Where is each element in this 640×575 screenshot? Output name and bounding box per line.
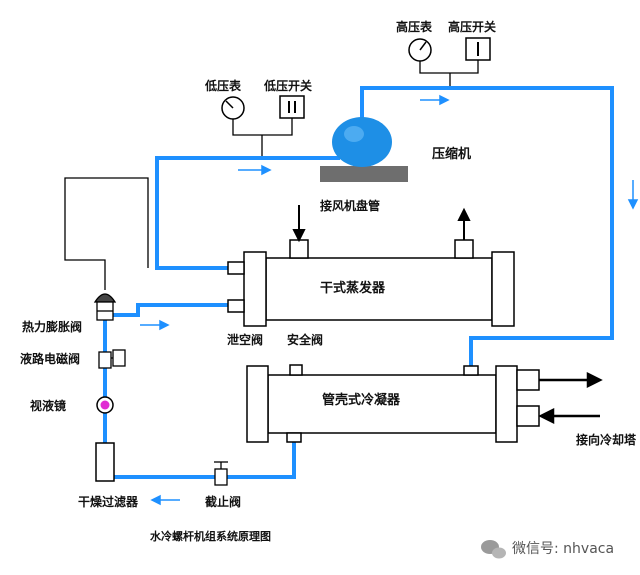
suction-pipe	[155, 156, 340, 270]
watermark: 微信号: nhvaca	[481, 540, 614, 559]
liquid-solenoid-valve	[98, 349, 126, 369]
label-low-pressure-switch: 低压开关	[263, 78, 312, 93]
arrow-down-icon	[627, 180, 639, 210]
label-high-pressure-switch: 高压开关	[448, 19, 496, 34]
label-bleed-valve: 泄空阀	[227, 332, 263, 347]
liquid-pipe-lower	[110, 432, 296, 479]
dry-evaporator	[227, 239, 515, 327]
label-dryer-filter: 干燥过滤器	[78, 494, 139, 509]
arrow-right-icon	[238, 164, 272, 176]
txv-to-evaporator-pipe	[105, 303, 244, 317]
watermark-text: 微信号: nhvaca	[512, 541, 614, 557]
sight-glass	[96, 396, 114, 414]
label-fan-coil-connection: 接风机盘管	[320, 198, 380, 213]
label-high-pressure-gauge: 高压表	[396, 19, 433, 34]
label-liquid-solenoid-valve: 液路电磁阀	[20, 351, 80, 366]
high-pressure-switch	[465, 37, 491, 61]
discharge-pipe	[360, 86, 614, 368]
dryer-filter	[95, 442, 115, 482]
label-thermal-expansion-valve: 热力膨胀阀	[22, 319, 82, 334]
diagram-caption: 水冷螺杆机组系统原理图	[150, 529, 271, 543]
compressor-dome	[332, 117, 392, 167]
cooling-tower-arrows	[538, 371, 603, 425]
thermal-expansion-valve	[93, 293, 117, 321]
labels: 高压表 高压开关 低压表 低压开关 压缩机 接风机盘管 干式蒸发器 热力膨胀阀 …	[20, 19, 637, 543]
label-sight-glass: 视液镜	[30, 398, 66, 413]
shell-tube-condenser	[246, 364, 540, 443]
high-pressure-gauge	[408, 38, 432, 62]
sensor-lines	[64, 60, 479, 290]
stop-valve	[214, 461, 228, 486]
label-low-pressure-gauge: 低压表	[204, 78, 242, 93]
arrow-down-icon	[292, 205, 306, 243]
arrow-right-icon	[420, 94, 450, 106]
arrow-right-icon	[539, 371, 603, 389]
arrow-right-icon	[140, 319, 170, 331]
arrow-left-icon	[538, 407, 600, 425]
label-compressor: 压缩机	[432, 146, 471, 162]
label-safety-valve: 安全阀	[287, 332, 323, 347]
arrow-left-icon	[150, 494, 180, 506]
wechat-icon	[481, 540, 506, 559]
low-pressure-gauge	[221, 96, 245, 120]
fan-coil-arrows	[292, 205, 471, 243]
compressor-base	[320, 166, 408, 182]
compressor	[320, 117, 408, 182]
label-shell-tube-condenser: 管壳式冷凝器	[322, 392, 401, 408]
label-cooling-tower-connection: 接向冷却塔	[576, 432, 637, 447]
arrow-up-icon	[457, 207, 471, 240]
low-pressure-switch	[279, 95, 305, 119]
flow-arrows	[140, 94, 639, 506]
label-dry-evaporator: 干式蒸发器	[320, 280, 386, 296]
label-stop-valve: 截止阀	[205, 494, 241, 509]
